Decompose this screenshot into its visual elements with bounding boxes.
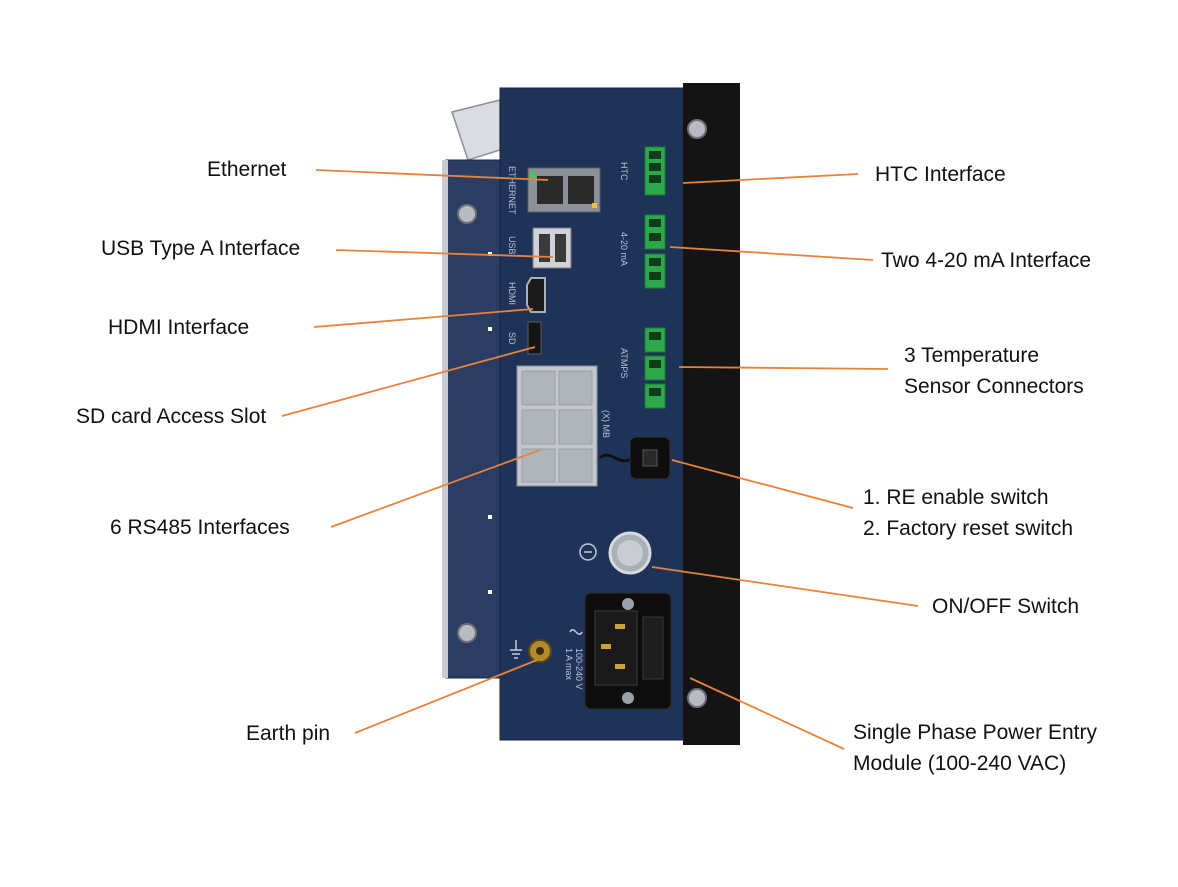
- silk-current: 1 A max: [564, 648, 574, 681]
- silk-htc: HTC: [619, 162, 629, 181]
- rs485-port-icon: [521, 409, 556, 445]
- temperature-terminal-icon: [644, 327, 666, 409]
- leader-sd: [281, 346, 536, 417]
- silk-sd: SD: [507, 332, 517, 345]
- leader-rs485: [330, 449, 541, 528]
- iec-pin-icon: [615, 624, 625, 629]
- label-onoff: ON/OFF Switch: [932, 595, 1080, 618]
- ethernet-port-opening: [568, 176, 594, 204]
- silk-atmps: ATMPS: [619, 348, 629, 378]
- silk-hdmi: HDMI: [507, 282, 517, 305]
- silk-mb: (X) MB: [601, 410, 611, 438]
- ma-terminal-icon: [644, 214, 666, 289]
- label-temperature: 3 Temperature Sensor Connectors: [904, 344, 1084, 398]
- sd-slot-icon: [527, 321, 542, 355]
- label-sd: SD card Access Slot: [76, 405, 267, 428]
- fuse-drawer-icon: [642, 616, 664, 680]
- rs485-port-icon: [521, 370, 556, 406]
- leader-lines: [281, 169, 919, 750]
- hdmi-port-icon: [526, 277, 546, 313]
- usb-slot: [539, 234, 550, 262]
- screw-icon: [622, 598, 634, 610]
- label-hdmi: HDMI Interface: [108, 316, 250, 339]
- screw-icon: [457, 204, 477, 224]
- iec-pin-icon: [615, 664, 625, 669]
- ethernet-led-icon: [592, 203, 597, 208]
- onoff-button-face: [617, 540, 643, 566]
- slot-mark: [488, 327, 492, 331]
- leader-usb: [335, 249, 554, 258]
- earth-pin-center: [536, 647, 544, 655]
- silk-usb: USB: [507, 236, 517, 255]
- slot-mark: [488, 252, 492, 256]
- screw-icon: [622, 692, 634, 704]
- label-rs485: 6 RS485 Interfaces: [110, 516, 290, 539]
- screw-icon: [687, 688, 707, 708]
- silk-voltage: 100-240 V: [574, 648, 584, 690]
- leader-ma: [669, 246, 874, 261]
- leader-ethernet: [315, 169, 549, 181]
- silk-ma: 4-20 mA: [619, 232, 629, 266]
- front-bezel: [683, 83, 740, 745]
- side-plate: [445, 159, 503, 679]
- rs485-port-icon: [558, 370, 593, 406]
- slot-mark: [488, 515, 492, 519]
- leader-earth: [354, 659, 538, 734]
- ethernet-led-icon: [530, 172, 535, 177]
- leader-onoff: [651, 566, 919, 607]
- earth-symbol-icon: [510, 640, 522, 659]
- ac-symbol-icon: [569, 629, 583, 635]
- label-power: Single Phase Power Entry Module (100-240…: [853, 721, 1097, 775]
- screw-icon: [687, 119, 707, 139]
- rs485-port-icon: [558, 409, 593, 445]
- leader-htc: [682, 173, 859, 184]
- label-earth: Earth pin: [246, 722, 331, 745]
- screw-icon: [457, 623, 477, 643]
- label-ma: Two 4-20 mA Interface: [881, 249, 1092, 272]
- leader-hdmi: [313, 308, 534, 328]
- power-icon: [579, 543, 597, 561]
- label-htc: HTC Interface: [875, 163, 1006, 186]
- leader-temp: [678, 366, 889, 370]
- slot-mark: [488, 590, 492, 594]
- top-bracket: [451, 99, 501, 161]
- usb-slot: [555, 234, 566, 262]
- silk-ethernet: ETHERNET: [507, 166, 517, 215]
- iec-pin-icon: [601, 644, 611, 649]
- re-switch-knob: [642, 449, 658, 467]
- side-plate-edge: [442, 160, 448, 678]
- label-ethernet: Ethernet: [207, 158, 287, 181]
- label-switches: 1. RE enable switch 2. Factory reset swi…: [863, 486, 1074, 540]
- ethernet-port-opening: [537, 176, 563, 204]
- leader-power: [689, 677, 845, 750]
- label-usb: USB Type A Interface: [101, 237, 301, 260]
- rs485-port-icon: [558, 448, 593, 483]
- leader-switches: [671, 459, 854, 509]
- switch-cable: [598, 453, 633, 463]
- htc-terminal-icon: [644, 146, 666, 196]
